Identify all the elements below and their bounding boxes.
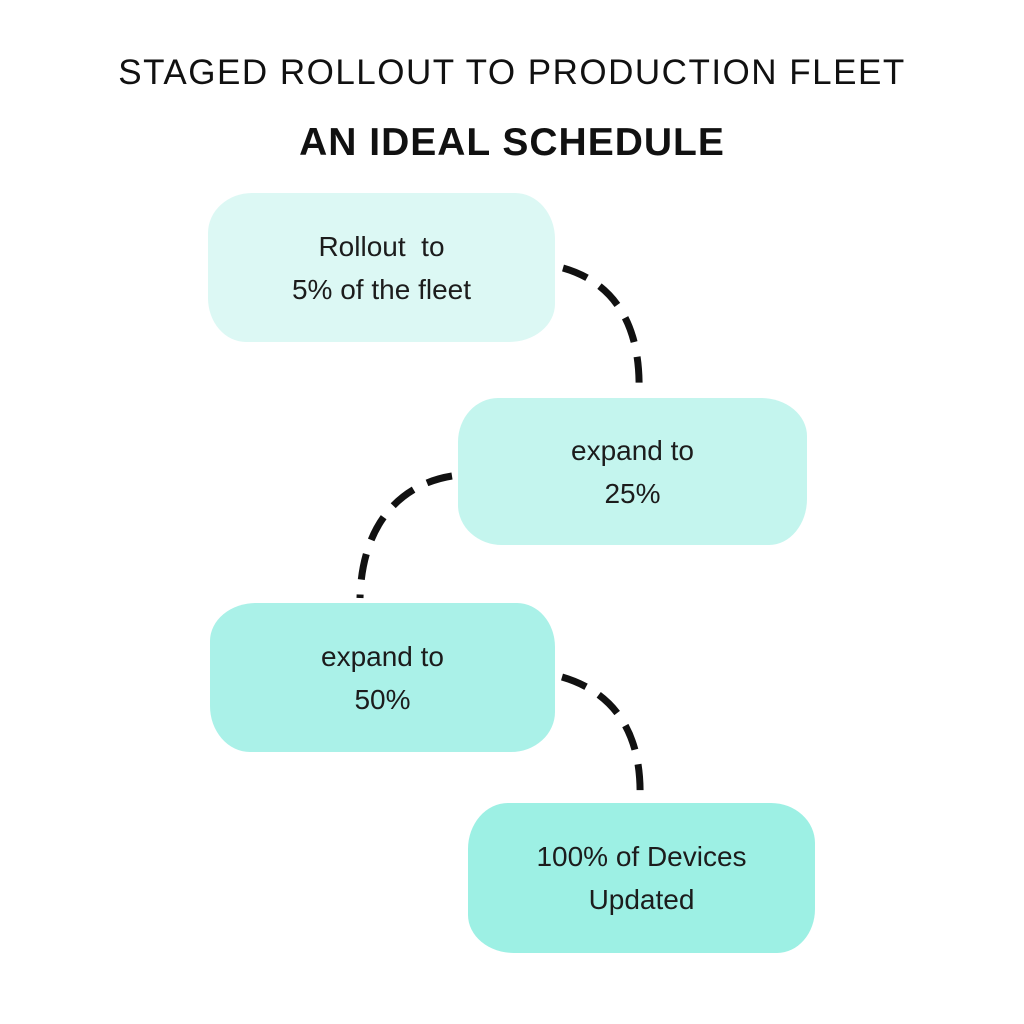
diagram-subtitle: AN IDEAL SCHEDULE (299, 121, 725, 164)
connector-stage2-stage3 (356, 472, 453, 599)
stage-box-expand-25pct: expand to 25% (458, 398, 807, 545)
connector-stage1-stage2 (562, 264, 643, 393)
stage-box-100pct-updated: 100% of Devices Updated (468, 803, 815, 953)
diagram-header: STAGED ROLLOUT TO PRODUCTION FLEET AN ID… (0, 52, 1024, 167)
stage-line: expand to (571, 434, 694, 466)
stage-line: 50% (354, 683, 411, 715)
stage-line: 100% of Devices (536, 841, 747, 872)
stage-line: Rollout to (318, 230, 445, 262)
stage-box-expand-50pct: expand to 50% (210, 603, 555, 752)
stage-box-rollout-5pct: Rollout to 5% of the fleet (208, 193, 555, 342)
stage-line: 5% of the fleet (291, 273, 471, 305)
stage-line: expand to (321, 640, 444, 672)
stage-line: Updated (588, 884, 695, 915)
connector-stage3-stage4 (561, 673, 644, 799)
stage-line: 25% (604, 477, 661, 509)
diagram-title: STAGED ROLLOUT TO PRODUCTION FLEET (118, 53, 906, 92)
